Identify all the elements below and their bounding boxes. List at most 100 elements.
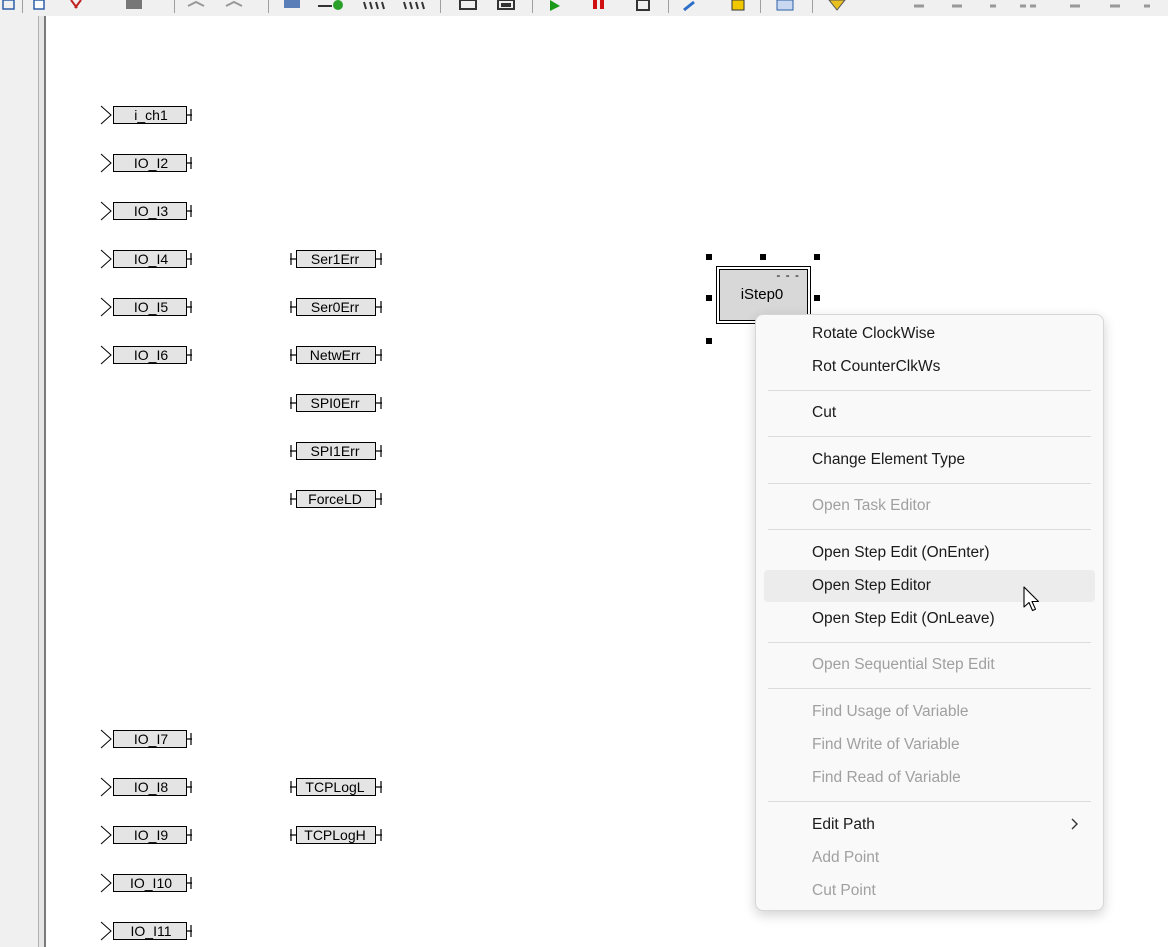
window-icon[interactable] (2, 0, 16, 12)
toolbar-separator (174, 0, 175, 13)
input-label: IO_I10 (129, 875, 173, 891)
shield-icon[interactable] (826, 0, 850, 12)
menu-item-label: Find Usage of Variable (812, 703, 969, 720)
menu-item-open-sequential-step-edit: Open Sequential Step Edit (764, 649, 1095, 681)
menu-item-cut-point: Cut Point (764, 875, 1095, 907)
new-icon[interactable] (32, 0, 50, 12)
panel-splitter[interactable] (39, 16, 44, 947)
page2-icon[interactable] (496, 0, 518, 12)
redo-icon[interactable] (224, 0, 244, 12)
menu-item-label: Add Point (812, 849, 880, 866)
menu-separator (768, 801, 1091, 802)
bars2-icon[interactable] (402, 0, 426, 12)
output-label: ForceLD (308, 491, 362, 507)
step-indicator: - - - (776, 268, 800, 282)
input-label: IO_I7 (133, 731, 169, 747)
alignment-icons[interactable] (910, 0, 1168, 12)
doc-icon[interactable] (634, 0, 652, 12)
menu-item-label: Rotate ClockWise (812, 325, 936, 342)
output-label: Ser1Err (310, 251, 360, 267)
input-label: IO_I8 (133, 779, 169, 795)
toolbar-separator (440, 0, 441, 13)
paste-icon[interactable] (124, 0, 148, 12)
toolbar-separator (760, 0, 761, 13)
resize-handle[interactable] (706, 295, 712, 301)
input-label: i_ch1 (134, 107, 168, 123)
output-label: TCPLogL (305, 779, 365, 795)
menu-separator (768, 436, 1091, 437)
resize-handle[interactable] (814, 254, 820, 260)
menu-item-label: Edit Path (812, 816, 875, 833)
toolbar-separator (22, 0, 23, 13)
menu-item-find-read: Find Read of Variable (764, 762, 1095, 794)
toolbar-separator (812, 0, 813, 13)
page-icon[interactable] (458, 0, 480, 12)
stop-icon[interactable] (590, 0, 608, 12)
highlight-icon[interactable] (726, 0, 750, 12)
input-label: IO_I2 (133, 155, 169, 171)
menu-item-change-element-type[interactable]: Change Element Type (764, 444, 1095, 476)
toolbar-separator (268, 0, 269, 13)
menu-item-label: Change Element Type (812, 451, 966, 468)
input-label: IO_I5 (133, 299, 169, 315)
input-label: IO_I3 (133, 203, 169, 219)
left-panel (0, 16, 38, 947)
menu-item-label: Find Write of Variable (812, 736, 960, 753)
menu-item-label: Open Step Edit (OnLeave) (812, 610, 995, 627)
resize-handle[interactable] (814, 295, 820, 301)
menu-separator (768, 529, 1091, 530)
input-label: IO_I11 (130, 923, 172, 939)
undo-icon[interactable] (186, 0, 206, 12)
toolbar-separator (668, 0, 669, 13)
menu-item-add-point: Add Point (764, 842, 1095, 874)
menu-item-rotate-clockwise[interactable]: Rotate ClockWise (764, 318, 1095, 350)
print-icon[interactable] (774, 0, 798, 12)
run-icon[interactable] (546, 0, 564, 12)
menu-item-find-write: Find Write of Variable (764, 729, 1095, 761)
menu-item-rotate-counterclockwise[interactable]: Rot CounterClkWs (764, 351, 1095, 383)
menu-item-label: Cut Point (812, 882, 876, 899)
menu-item-label: Find Read of Variable (812, 769, 961, 786)
menu-separator (768, 483, 1091, 484)
toolbar (0, 0, 1168, 17)
mouse-cursor-icon (1023, 586, 1040, 612)
menu-item-find-usage: Find Usage of Variable (764, 696, 1095, 728)
menu-item-label: Open Step Edit (OnEnter) (812, 544, 990, 561)
cut-icon[interactable] (68, 0, 86, 12)
menu-item-open-step-editor[interactable]: Open Step Editor (764, 570, 1095, 602)
output-label: SPI1Err (310, 443, 360, 459)
resize-handle[interactable] (760, 254, 766, 260)
menu-separator (768, 390, 1091, 391)
resize-handle[interactable] (706, 254, 712, 260)
menu-separator (768, 642, 1091, 643)
output-label: NetwErr (309, 347, 361, 363)
input-label: IO_I4 (133, 251, 169, 267)
menu-item-cut[interactable]: Cut (764, 397, 1095, 429)
menu-item-edit-path[interactable]: Edit Path (764, 809, 1095, 841)
menu-item-label: Open Task Editor (812, 497, 931, 514)
menu-item-open-step-edit-onleave[interactable]: Open Step Edit (OnLeave) (764, 603, 1095, 635)
chevron-right-icon (1071, 818, 1078, 830)
input-label: IO_I6 (133, 347, 169, 363)
menu-item-label: Rot CounterClkWs (812, 358, 941, 375)
connect-icon[interactable] (318, 0, 348, 12)
menu-item-label: Cut (812, 404, 837, 421)
context-menu: Rotate ClockWise Rot CounterClkWs Cut Ch… (755, 314, 1104, 911)
step-label: iStep0 (740, 286, 784, 303)
output-label: Ser0Err (310, 299, 360, 315)
align-icon[interactable] (282, 0, 304, 12)
toolbar-separator (532, 0, 533, 13)
menu-item-label: Open Step Editor (812, 577, 931, 594)
resize-handle[interactable] (706, 338, 712, 344)
output-label: TCPLogH (304, 827, 366, 843)
bars-icon[interactable] (362, 0, 386, 12)
menu-item-open-task-editor: Open Task Editor (764, 490, 1095, 522)
search-icon[interactable] (680, 0, 704, 12)
output-label: SPI0Err (310, 395, 360, 411)
panel-border (38, 16, 39, 947)
menu-item-label: Open Sequential Step Edit (812, 656, 995, 673)
input-label: IO_I9 (133, 827, 169, 843)
panel-border (44, 16, 46, 947)
menu-separator (768, 688, 1091, 689)
menu-item-open-step-edit-onenter[interactable]: Open Step Edit (OnEnter) (764, 537, 1095, 569)
